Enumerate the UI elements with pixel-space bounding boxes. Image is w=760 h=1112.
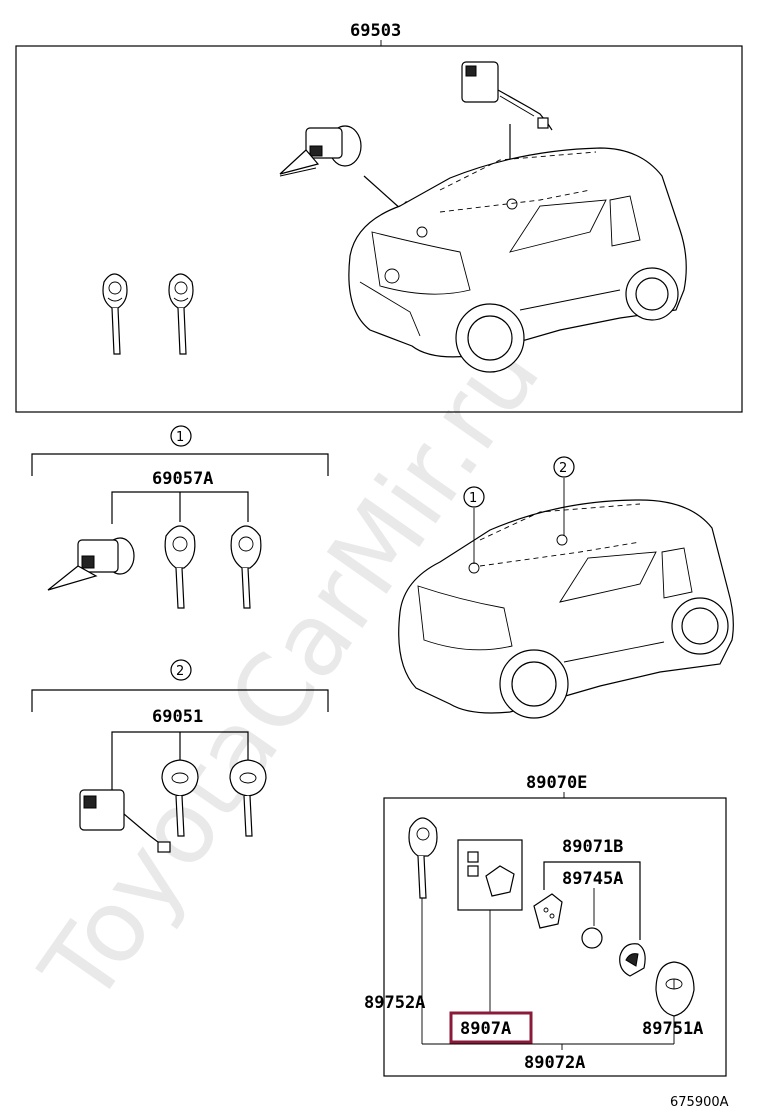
transmitter-board-illustration <box>467 851 515 897</box>
label-8907A: 8907A <box>460 1019 511 1039</box>
label-89745A: 89745A <box>562 869 623 889</box>
label-89071B: 89071B <box>562 837 623 857</box>
figure-code: 675900A <box>670 1095 729 1110</box>
key-icon <box>229 759 267 837</box>
set-2-group: 2 69051 <box>31 659 329 853</box>
label-69503: 69503 <box>350 21 401 41</box>
label-89752A: 89752A <box>364 993 425 1013</box>
label-89751A: 89751A <box>642 1019 703 1039</box>
key-icon <box>102 273 128 355</box>
key-icon <box>230 525 262 609</box>
car-callout-2: 2 <box>559 461 567 476</box>
door-cylinder-illustration <box>47 537 135 591</box>
key-set-group: 89070E 89071B 89745A <box>364 773 727 1077</box>
transmitter-module-illustration <box>533 893 563 929</box>
ignition-cylinder-illustration <box>79 789 171 853</box>
key-head-illustration <box>655 961 695 1017</box>
top-assembly-group: 69503 <box>15 21 743 413</box>
key-icon <box>408 817 438 899</box>
key-icon <box>164 525 196 609</box>
car-callout-1: 1 <box>469 491 477 506</box>
key-icon <box>161 759 199 837</box>
callout-1: 1 <box>176 430 184 445</box>
highlight-box <box>449 1011 533 1044</box>
car-callout-circle-1 <box>463 486 485 508</box>
car-illustration-top <box>348 147 687 373</box>
label-89070E: 89070E <box>526 773 587 793</box>
label-89072A: 89072A <box>524 1053 585 1073</box>
ignition-cylinder-illustration <box>461 61 553 131</box>
car-illustration-middle <box>398 499 734 719</box>
key-icon <box>168 273 194 355</box>
key-set-frame <box>383 797 727 1077</box>
set-1-bracket <box>31 453 329 476</box>
battery-illustration <box>581 927 603 949</box>
label-69057A: 69057A <box>152 469 213 489</box>
set-1-group: 1 69057A <box>31 425 329 609</box>
top-box-frame <box>15 45 743 413</box>
callout-circle-2 <box>170 659 192 681</box>
callout-2: 2 <box>176 664 184 679</box>
car-callout-circle-2 <box>553 456 575 478</box>
set-2-bracket <box>31 689 329 712</box>
key-case-illustration <box>619 943 646 977</box>
door-cylinder-illustration <box>279 125 362 177</box>
label-69051: 69051 <box>152 707 203 727</box>
arrow-door <box>363 175 403 211</box>
callout-circle-1 <box>170 425 192 447</box>
